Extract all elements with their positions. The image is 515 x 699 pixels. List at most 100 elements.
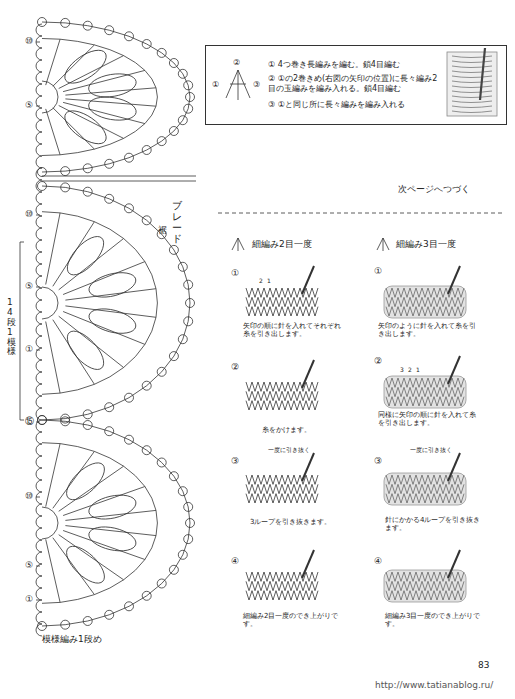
stitch — [270, 391, 276, 400]
stitch — [306, 307, 312, 316]
stitch — [416, 572, 422, 581]
stitch-ray — [59, 466, 124, 511]
stitch — [422, 484, 428, 493]
stitch — [452, 494, 458, 503]
stitch — [246, 297, 252, 306]
stitch — [446, 297, 452, 306]
edge-scallop — [36, 60, 42, 72]
vertical-label: 裾 — [158, 226, 167, 236]
stitch — [404, 288, 410, 297]
edge-scallop — [36, 348, 42, 360]
stitch — [252, 382, 258, 391]
edge-scallop — [36, 360, 42, 372]
stitch — [294, 307, 300, 316]
stitch — [300, 401, 306, 410]
hook — [302, 360, 314, 388]
stitch — [416, 297, 422, 306]
stitch-photo-line — [452, 76, 492, 78]
stitch — [294, 382, 300, 391]
label: 3 — [400, 366, 404, 373]
stitch — [404, 494, 410, 503]
stitch — [386, 297, 392, 306]
stitch — [452, 297, 458, 306]
label: 細編み2目一度のでき上がりです。 — [243, 612, 343, 629]
stitch — [300, 581, 306, 590]
edge-scallop — [36, 372, 42, 384]
edge-scallop — [36, 36, 42, 48]
row-tick — [36, 106, 40, 107]
stitch — [276, 572, 282, 581]
petal — [61, 231, 110, 281]
stitch-ray — [63, 262, 145, 295]
stitch — [434, 378, 440, 387]
stitch — [398, 475, 404, 484]
row-tick — [36, 215, 40, 216]
stitch — [270, 382, 276, 391]
stitch — [246, 288, 252, 297]
label: 矢印のように針を入れて糸を引き出します。 — [378, 322, 478, 339]
label: ① — [25, 594, 33, 605]
stitch-symbol — [226, 70, 250, 100]
stitch — [386, 307, 392, 316]
stitch-ray — [46, 39, 60, 85]
petal — [86, 268, 138, 301]
petal — [60, 44, 112, 90]
stitch — [410, 475, 416, 484]
stitch — [300, 591, 306, 600]
stitch — [446, 591, 452, 600]
stitch — [282, 581, 288, 590]
stitch — [452, 572, 458, 581]
stitch — [252, 581, 258, 590]
stitch — [264, 382, 270, 391]
label: 模様編み1段め — [42, 634, 102, 645]
stitch — [288, 382, 294, 391]
stitch — [410, 397, 416, 406]
stitch — [398, 494, 404, 503]
stitch — [458, 288, 464, 297]
stitch — [434, 494, 440, 503]
label: ⑤ — [25, 281, 33, 292]
stitch — [312, 288, 318, 297]
stitch — [410, 378, 416, 387]
stitch — [386, 397, 392, 406]
edge-scallop — [36, 540, 42, 552]
stitch — [294, 494, 300, 503]
stitch — [398, 387, 404, 396]
stitch — [398, 297, 404, 306]
stitch — [386, 591, 392, 600]
stitch — [294, 591, 300, 600]
stitch — [416, 591, 422, 600]
stitch — [264, 297, 270, 306]
stitch — [404, 297, 410, 306]
stitch — [312, 572, 318, 581]
stitch — [440, 378, 446, 387]
stitch — [258, 382, 264, 391]
label: 糸をかけます。 — [262, 426, 311, 434]
stitch — [246, 572, 252, 581]
stitch — [434, 591, 440, 600]
stitch — [276, 401, 282, 410]
stitch — [440, 297, 446, 306]
photo-ground — [384, 376, 466, 408]
edge-scallop — [36, 120, 42, 132]
stitch — [404, 484, 410, 493]
stitch — [404, 572, 410, 581]
stitch — [282, 382, 288, 391]
stitch — [428, 572, 434, 581]
stitch-photo-line — [452, 91, 492, 93]
edge-scallop — [36, 384, 42, 396]
repeat-bracket — [20, 242, 24, 420]
edge-scallop — [36, 420, 42, 432]
hook — [448, 356, 460, 384]
stitch — [270, 494, 276, 503]
stitch-photo-line — [452, 56, 492, 58]
stitch — [428, 494, 434, 503]
label: ① — [231, 268, 239, 279]
stitch — [452, 288, 458, 297]
stitch — [288, 475, 294, 484]
stitch — [398, 288, 404, 297]
stitch — [282, 297, 288, 306]
stitch — [422, 494, 428, 503]
stitch — [440, 288, 446, 297]
